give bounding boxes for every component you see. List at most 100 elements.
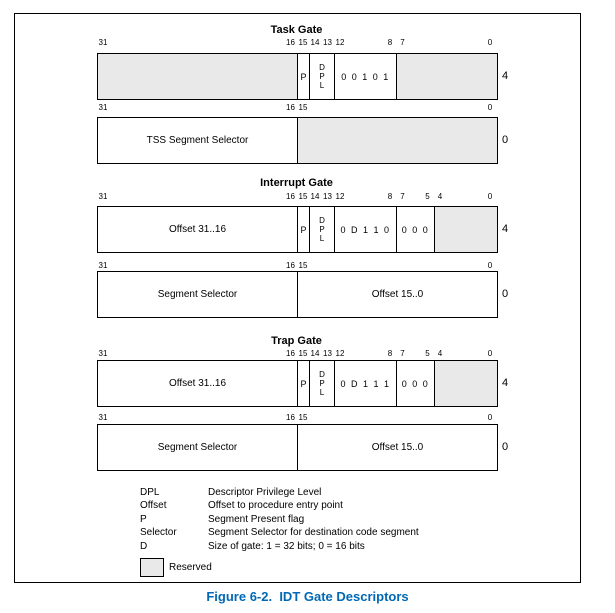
field-cell: P xyxy=(298,361,310,406)
field-char: P xyxy=(319,225,325,234)
legend-entry: DPL Descriptor Privilege Level xyxy=(140,486,419,499)
byte-offset-label: 0 xyxy=(502,288,509,300)
legend-term: D xyxy=(140,540,148,552)
bit-label: 7 xyxy=(400,192,405,201)
field-cell: P xyxy=(298,54,310,99)
bit-label: 15 xyxy=(298,103,308,112)
legend-definition: Size of gate: 1 = 32 bits; 0 = 16 bits xyxy=(208,540,365,552)
legend-entry: Offset Offset to procedure entry point xyxy=(140,499,419,512)
reserved-field-cell xyxy=(435,207,497,252)
field-char: D xyxy=(319,216,325,225)
bit-label: 13 xyxy=(323,38,332,47)
bit-label: 8 xyxy=(387,192,393,201)
bit-label: 0 xyxy=(487,413,493,422)
field-cell: Segment Selector xyxy=(98,272,298,317)
byte-offset-label: 4 xyxy=(502,223,509,235)
diagram-frame xyxy=(14,13,581,583)
field-char: D xyxy=(319,370,325,379)
legend-term: Selector xyxy=(140,527,177,539)
bit-label: 0 xyxy=(487,192,493,201)
field-char: L xyxy=(319,81,325,90)
bit-label: 31 xyxy=(98,413,108,422)
reserved-field-cell xyxy=(397,54,497,99)
legend-term: DPL xyxy=(140,487,160,498)
legend: DPL Descriptor Privilege Level Offset Of… xyxy=(140,486,419,553)
legend-entry: D Size of gate: 1 = 32 bits; 0 = 16 bits xyxy=(140,540,419,553)
bit-label: 0 xyxy=(487,349,493,358)
bit-label: 15 xyxy=(298,192,308,201)
bit-label: 13 xyxy=(323,349,332,358)
bit-label: 31 xyxy=(98,38,108,47)
bit-label: 8 xyxy=(387,349,393,358)
bit-label: 8 xyxy=(387,38,393,47)
field-char: D xyxy=(319,63,325,72)
bit-label: 15 xyxy=(298,261,308,270)
byte-offset-label: 0 xyxy=(502,441,509,453)
bit-label: 15 xyxy=(298,38,308,47)
gate-title: Trap Gate xyxy=(271,335,322,347)
bit-label: 14 xyxy=(310,192,320,201)
bit-label: 16 xyxy=(286,261,295,270)
bit-label: 4 xyxy=(437,349,443,358)
bit-label: 31 xyxy=(98,192,108,201)
byte-offset-label: 4 xyxy=(502,377,509,389)
reserved-swatch-icon xyxy=(140,558,164,577)
bit-label: 7 xyxy=(400,38,405,47)
bit-label: 16 xyxy=(286,192,295,201)
bit-label: 31 xyxy=(98,103,108,112)
legend-definition: Offset to procedure entry point xyxy=(208,500,343,512)
field-cell: 0 D 1 1 1 xyxy=(335,361,397,406)
figure-caption: Figure 6-2. IDT Gate Descriptors xyxy=(206,589,409,604)
bit-label: 14 xyxy=(310,38,320,47)
bit-label: 0 xyxy=(487,38,493,47)
field-cell: 0 D 1 1 0 xyxy=(335,207,397,252)
bit-label: 7 xyxy=(400,349,405,358)
bit-label: 16 xyxy=(286,38,295,47)
byte-offset-label: 4 xyxy=(502,70,509,82)
bit-label: 5 xyxy=(425,192,430,201)
field-char: P xyxy=(319,379,325,388)
bit-label: 16 xyxy=(286,103,295,112)
field-char: L xyxy=(319,234,325,243)
bit-label: 13 xyxy=(323,192,332,201)
bit-label: 16 xyxy=(286,413,295,422)
field-cell: Offset 15..0 xyxy=(298,425,497,470)
legend-definition: Segment Present flag xyxy=(208,513,305,525)
legend-term: Offset xyxy=(140,500,167,512)
byte-offset-label: 0 xyxy=(502,134,509,146)
bit-label: 12 xyxy=(335,349,345,358)
reserved-field-cell xyxy=(298,118,497,163)
bit-label: 12 xyxy=(335,192,345,201)
bit-label: 4 xyxy=(437,192,443,201)
legend-term: P xyxy=(140,513,147,525)
bit-label: 5 xyxy=(425,349,430,358)
reserved-label: Reserved xyxy=(169,562,212,573)
field-cell: Offset 31..16 xyxy=(98,361,298,406)
bit-label: 15 xyxy=(298,349,308,358)
legend-entry: Selector Segment Selector for destinatio… xyxy=(140,526,419,539)
bit-label: 12 xyxy=(335,38,345,47)
gate-title: Interrupt Gate xyxy=(260,177,333,189)
legend-entry: P Segment Present flag xyxy=(140,513,419,526)
field-char: P xyxy=(319,72,325,81)
field-cell: Offset 31..16 xyxy=(98,207,298,252)
field-cell: TSS Segment Selector xyxy=(98,118,298,163)
bit-label: 0 xyxy=(487,261,493,270)
field-cell: 0 0 0 xyxy=(397,361,435,406)
bit-label: 16 xyxy=(286,349,295,358)
field-cell: Segment Selector xyxy=(98,425,298,470)
bit-label: 0 xyxy=(487,103,493,112)
reserved-field-cell xyxy=(98,54,298,99)
reserved-field-cell xyxy=(435,361,497,406)
legend-definition: Descriptor Privilege Level xyxy=(208,487,322,498)
field-cell: Offset 15..0 xyxy=(298,272,497,317)
legend-definition: Segment Selector for destination code se… xyxy=(208,527,419,539)
